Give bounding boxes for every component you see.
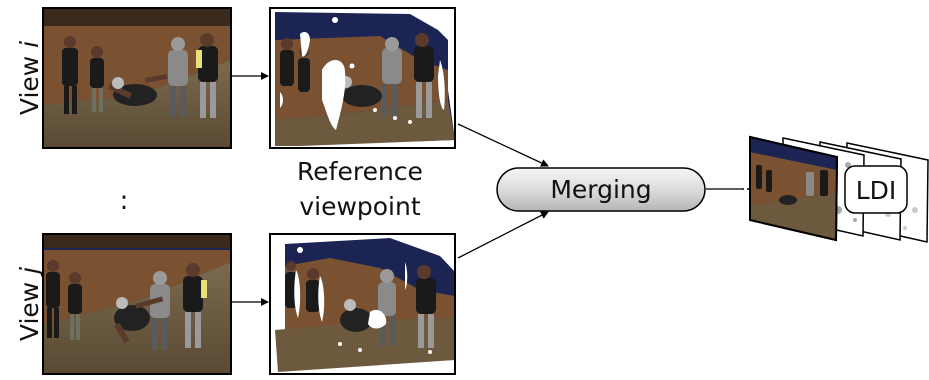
view-i-photo (43, 8, 231, 148)
merging-label: Merging (550, 175, 651, 204)
ellipsis-label: : (120, 186, 129, 216)
ldi-label-box (844, 165, 908, 214)
ldi-stack: LDI (749, 135, 929, 243)
merging-box (496, 167, 706, 212)
reference-warped-j-frame (269, 233, 456, 375)
ldi-label: LDI (856, 176, 897, 205)
reference-label-line1: Reference (297, 157, 423, 186)
reference-warped-i-frame (269, 7, 456, 149)
view-j-photo (43, 234, 231, 374)
view-i-photo-frame (42, 7, 232, 149)
view-j-photo-frame (42, 233, 232, 375)
reference-warped-j-photo (270, 234, 455, 374)
view-i-label: View i (15, 41, 44, 115)
view-j-label: View j (15, 267, 44, 341)
arrow-reference-i-to-merging (457, 123, 549, 167)
reference-label-line2: viewpoint (299, 192, 421, 221)
arrow-reference-j-to-merging (457, 211, 549, 259)
reference-warped-i-photo (270, 8, 455, 148)
